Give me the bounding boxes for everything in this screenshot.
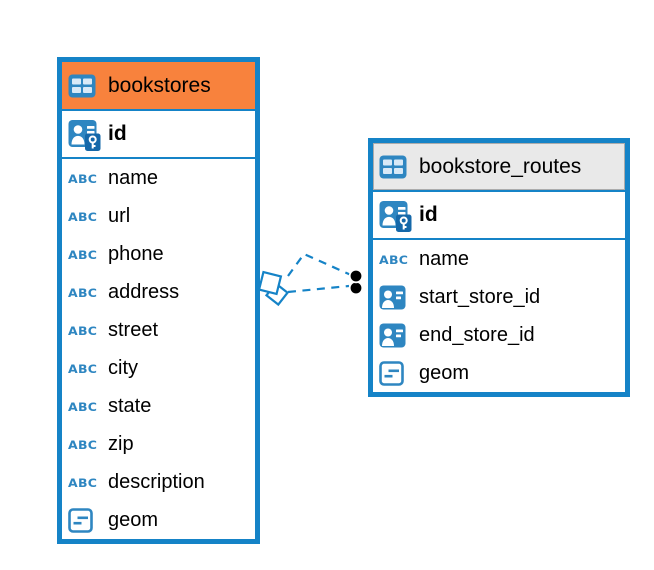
geometry-type-icon [68,507,108,533]
column-row-street[interactable]: ABC street [62,311,255,349]
column-name: address [108,280,180,303]
column-row-geom[interactable]: geom [62,501,255,539]
column-name: start_store_id [419,285,541,308]
text-type-icon: ABC [68,284,98,300]
column-name: state [108,394,152,417]
table-header-bookstores[interactable]: bookstores [62,62,255,111]
relationship-line-upper[interactable] [287,252,352,277]
dot-marker-lower [348,280,364,296]
column-name: phone [108,242,164,265]
text-type-icon: ABC [68,360,98,376]
column-row-phone[interactable]: ABC phone [62,235,255,273]
text-type-icon: ABC [68,208,98,224]
column-row-description[interactable]: ABC description [62,463,255,501]
column-row-name[interactable]: ABC name [373,240,625,278]
column-name: id [108,122,127,145]
foreign-key-icon [379,285,419,310]
column-row-id[interactable]: id [62,111,255,159]
primary-key-icon [68,118,108,151]
primary-key-icon [379,199,419,232]
column-row-end-store-id[interactable]: end_store_id [373,316,625,354]
column-row-url[interactable]: ABC url [62,197,255,235]
text-type-icon: ABC [68,474,98,490]
text-type-icon: ABC [68,398,98,414]
entity-table-bookstores[interactable]: bookstores id ABC name [57,57,260,544]
text-type-icon: ABC [68,170,98,186]
column-row-address[interactable]: ABC address [62,273,255,311]
text-type-icon: ABC [379,251,409,267]
column-row-state[interactable]: ABC state [62,387,255,425]
column-name: geom [108,508,159,531]
column-row-id[interactable]: id [373,192,625,240]
column-row-start-store-id[interactable]: start_store_id [373,278,625,316]
diamond-marker-front [257,270,283,296]
column-name: zip [108,432,134,455]
diamond-marker-back [264,281,290,307]
column-name: city [108,356,138,379]
foreign-key-icon [379,323,419,348]
column-name: geom [419,361,470,384]
table-header-bookstore-routes[interactable]: bookstore_routes [373,143,625,192]
column-name: name [108,166,159,189]
column-name: description [108,470,205,493]
text-type-icon: ABC [68,436,98,452]
column-name: name [419,247,470,270]
column-name: id [419,203,438,226]
text-type-icon: ABC [68,322,98,338]
table-icon [68,74,108,98]
entity-table-bookstore-routes[interactable]: bookstore_routes id ABC name [368,138,630,397]
relationship-line-lower[interactable] [287,284,350,294]
table-title: bookstore_routes [419,154,582,178]
geometry-type-icon [379,360,419,386]
column-row-city[interactable]: ABC city [62,349,255,387]
column-row-geom[interactable]: geom [373,354,625,392]
column-row-zip[interactable]: ABC zip [62,425,255,463]
dot-marker-upper [348,268,364,284]
column-name: street [108,318,159,341]
table-title: bookstores [108,73,211,97]
column-row-name[interactable]: ABC name [62,159,255,197]
text-type-icon: ABC [68,246,98,262]
column-name: url [108,204,131,227]
column-name: end_store_id [419,323,535,346]
table-icon [379,155,419,179]
